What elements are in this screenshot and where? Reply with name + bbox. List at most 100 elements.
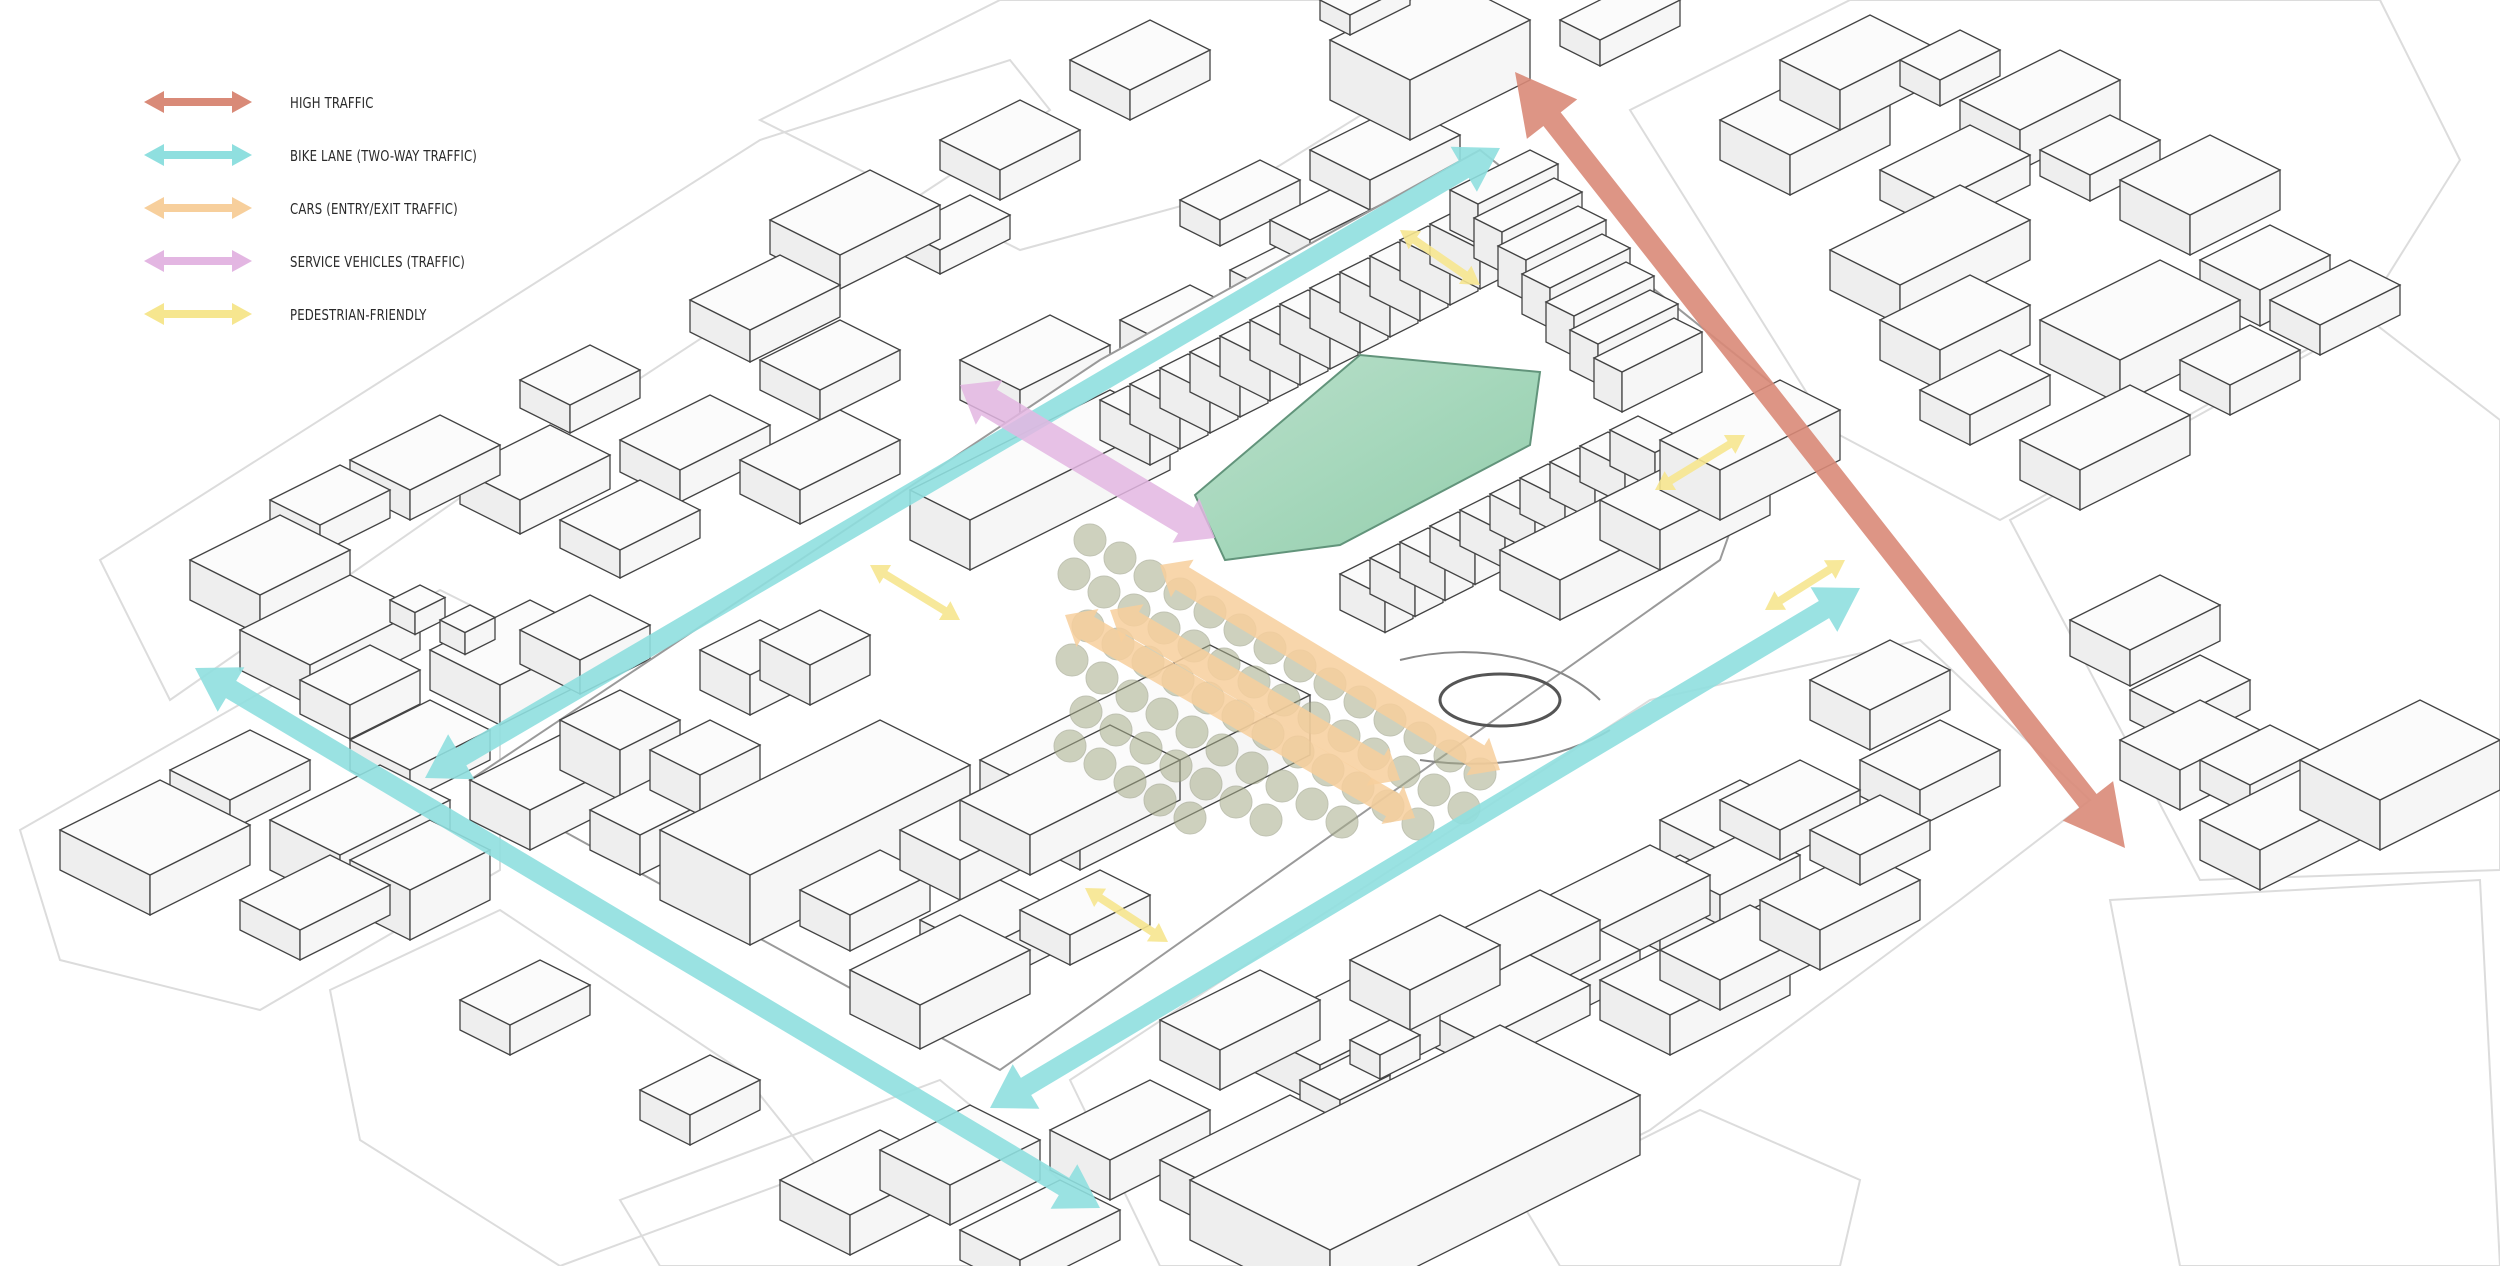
double-arrow-icon xyxy=(144,303,252,325)
legend-swatch xyxy=(144,91,252,113)
context-building xyxy=(768,169,942,291)
city-block xyxy=(98,58,1052,702)
site-building xyxy=(758,609,872,707)
context-building xyxy=(1328,0,1532,142)
site-building xyxy=(798,849,932,953)
context-building xyxy=(1318,0,1411,37)
context-building xyxy=(1348,914,1502,1032)
site-building xyxy=(558,689,682,802)
tree xyxy=(1219,785,1253,819)
context-building xyxy=(58,779,252,917)
legend-item-bike-lane: BIKE LANE (TWO-WAY TRAFFIC) xyxy=(140,135,540,188)
legend-swatch xyxy=(144,197,252,219)
plaza-circle xyxy=(1438,672,1562,728)
tree xyxy=(1115,679,1149,713)
context-building xyxy=(688,254,842,364)
tree xyxy=(1159,749,1193,783)
city-block xyxy=(1628,0,2462,522)
double-arrow-icon xyxy=(144,91,252,113)
context-building xyxy=(1558,0,1682,68)
townhouse-east xyxy=(1592,317,1704,414)
context-building xyxy=(1178,159,1302,248)
context-building xyxy=(738,409,902,526)
car-arrow xyxy=(1160,559,1500,776)
tree xyxy=(1087,575,1121,609)
tree xyxy=(1073,523,1107,557)
tree xyxy=(1265,769,1299,803)
tree xyxy=(1103,541,1137,575)
tree xyxy=(1417,773,1451,807)
context-building xyxy=(2118,134,2282,257)
context-building xyxy=(558,479,702,580)
context-building xyxy=(518,344,642,435)
context-building xyxy=(1188,1024,1642,1266)
context-building xyxy=(638,1054,762,1147)
context-building xyxy=(1348,1019,1422,1081)
tree xyxy=(1235,751,1269,785)
legend-label: PEDESTRIAN-FRIENDLY xyxy=(290,306,427,324)
bike-lane-arrow-west xyxy=(195,667,1100,1209)
legend-swatch xyxy=(144,303,252,325)
context-building xyxy=(1808,794,1932,887)
context-building xyxy=(2068,574,2222,688)
context-building xyxy=(2038,259,2242,406)
tree xyxy=(1085,661,1119,695)
context-building xyxy=(2298,699,2500,852)
context-building xyxy=(298,644,422,741)
pedestrian-arrow xyxy=(1765,560,1845,610)
bike-lane-arrow-north xyxy=(425,146,1500,780)
context-building xyxy=(388,584,447,636)
pedestrian-arrow xyxy=(870,565,960,620)
context-building xyxy=(938,99,1082,202)
car-arrow xyxy=(1110,604,1400,786)
context-building xyxy=(1718,759,1862,862)
tree xyxy=(1055,643,1089,677)
context-building xyxy=(758,319,902,422)
double-arrow-icon xyxy=(144,197,252,219)
traffic-arrows xyxy=(195,72,2125,1209)
tree xyxy=(1145,697,1179,731)
tree xyxy=(1069,695,1103,729)
context-building xyxy=(2018,384,2192,512)
site-building xyxy=(1018,869,1152,967)
legend-label: HIGH TRAFFIC xyxy=(290,94,374,112)
service-vehicle-arrow xyxy=(960,380,1215,543)
tree xyxy=(1053,729,1087,763)
context-building xyxy=(1898,29,2002,108)
car-arrow xyxy=(1065,609,1415,824)
tree xyxy=(1189,767,1223,801)
double-arrow-icon xyxy=(144,144,252,166)
context-building xyxy=(238,854,392,962)
tree xyxy=(1099,713,1133,747)
tree xyxy=(1205,733,1239,767)
tree xyxy=(1143,783,1177,817)
city-block xyxy=(18,588,501,1012)
double-arrow-icon xyxy=(144,250,252,272)
city-block xyxy=(1068,638,2092,1266)
legend: HIGH TRAFFIC BIKE LANE (TWO-WAY TRAFFIC)… xyxy=(140,82,540,347)
tree xyxy=(1295,787,1329,821)
context-building xyxy=(1158,969,1322,1092)
pedestrian-arrow xyxy=(1655,435,1745,490)
legend-item-high-traffic: HIGH TRAFFIC xyxy=(140,82,540,135)
pedestrian-arrow xyxy=(1085,888,1168,942)
context-building xyxy=(2268,259,2402,357)
context-buildings xyxy=(58,0,2500,1266)
context-building xyxy=(2178,324,2302,417)
pedestrian-arrow xyxy=(1400,230,1480,285)
tree xyxy=(1325,805,1359,839)
tree xyxy=(1173,801,1207,835)
legend-label: CARS (ENTRY/EXIT TRAFFIC) xyxy=(290,200,458,218)
context-building xyxy=(458,959,592,1057)
high-traffic-arrow xyxy=(1515,72,2125,848)
tree xyxy=(1057,557,1091,591)
tree xyxy=(1249,803,1283,837)
context-building xyxy=(1808,639,1952,752)
tree xyxy=(1083,747,1117,781)
context-building xyxy=(1048,1079,1212,1202)
legend-swatch xyxy=(144,144,252,166)
central-park-green xyxy=(1193,353,1542,562)
context-building xyxy=(1858,719,2002,828)
legend-label: SERVICE VEHICLES (TRAFFIC) xyxy=(290,253,465,271)
